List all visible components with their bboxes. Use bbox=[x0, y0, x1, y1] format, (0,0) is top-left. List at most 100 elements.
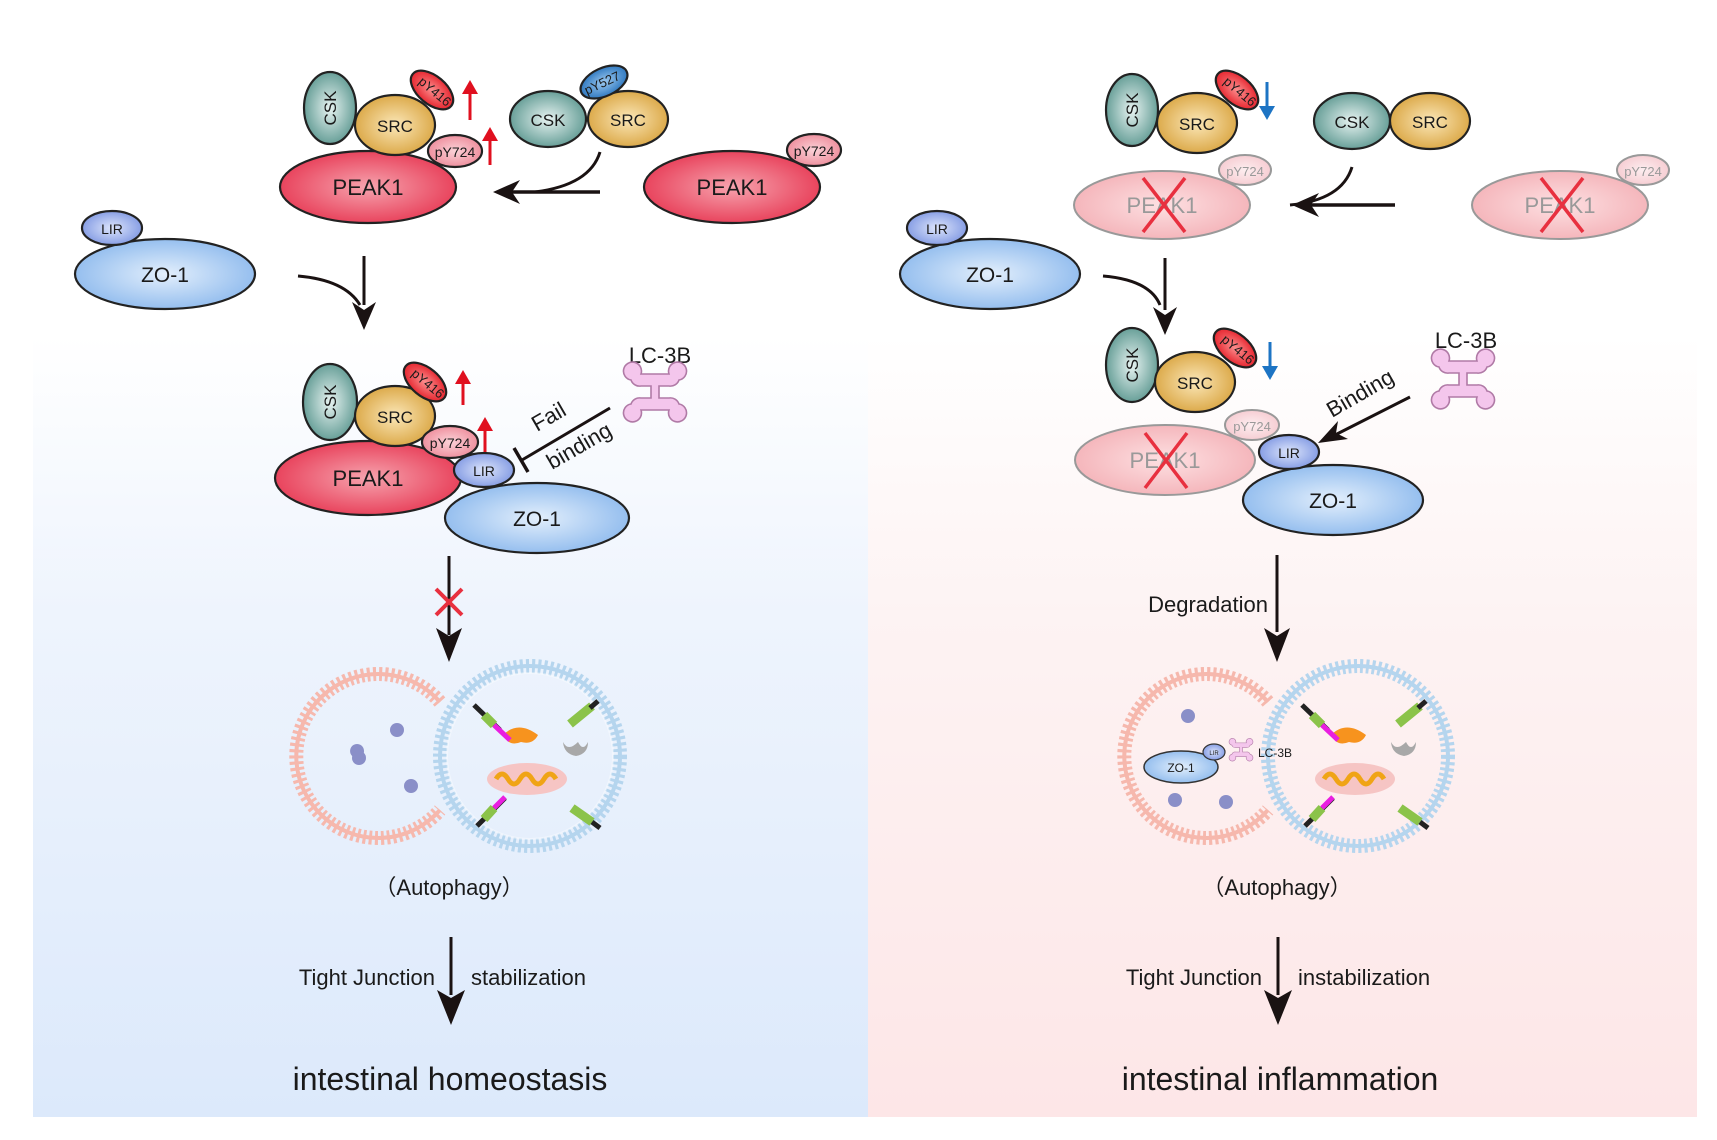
src-label: SRC bbox=[377, 117, 413, 136]
peak1-protein bbox=[642, 149, 822, 225]
left-lc3b: LC-3B bbox=[622, 343, 691, 423]
csk-protein bbox=[301, 362, 359, 442]
src-protein bbox=[1153, 350, 1237, 414]
right-free-zo1: ZO-1 LIR bbox=[898, 209, 1082, 311]
lir-motif bbox=[80, 209, 144, 247]
arrow-head bbox=[352, 302, 376, 330]
csk-label: CSK bbox=[1335, 113, 1371, 132]
lir-motif bbox=[905, 209, 969, 247]
zo1-protein bbox=[443, 481, 631, 555]
up-arrow-icon-head bbox=[462, 80, 478, 94]
src-label: SRC bbox=[1177, 374, 1213, 393]
arrow-head bbox=[437, 990, 465, 1025]
py416-phospho-site bbox=[1212, 327, 1258, 369]
py724-phospho-site-faded bbox=[1218, 154, 1272, 186]
src-label: SRC bbox=[610, 111, 646, 130]
lir-motif bbox=[1202, 743, 1226, 761]
left-middle-complex: ZO-1 PEAK1 CSK SRC pY416 pY724 LIR bbox=[273, 361, 631, 555]
knockout-cross-icon bbox=[1539, 176, 1585, 234]
outcome-inflammation: intestinal inflammation bbox=[1122, 1061, 1439, 1097]
right-panel-background bbox=[868, 0, 1697, 1117]
autophagosome-icon bbox=[1117, 659, 1455, 853]
lir-label: LIR bbox=[1209, 751, 1219, 757]
zo1-protein bbox=[1241, 463, 1425, 537]
csk-protein bbox=[508, 89, 588, 149]
csk-protein bbox=[1104, 72, 1160, 148]
py724-phospho-site bbox=[426, 133, 484, 169]
src-label: SRC bbox=[1412, 113, 1448, 132]
peak1-label: PEAK1 bbox=[333, 175, 404, 200]
lc3b-label: LC-3B bbox=[1258, 746, 1292, 760]
stabilization-label: stabilization bbox=[471, 965, 586, 990]
peak1-label: PEAK1 bbox=[697, 175, 768, 200]
src-label: SRC bbox=[1179, 115, 1215, 134]
zo1-label: ZO-1 bbox=[513, 508, 561, 531]
binding-arrow-icon bbox=[1334, 395, 1411, 437]
down-arrow-blue-head bbox=[1262, 366, 1278, 380]
arrow-head bbox=[1264, 628, 1290, 662]
right-top-inactive-complex: CSK SRC bbox=[1312, 91, 1472, 151]
src-label: SRC bbox=[377, 408, 413, 427]
zo1-protein bbox=[898, 237, 1082, 311]
zo1-label: ZO-1 bbox=[966, 264, 1014, 287]
autophagy-label: （Autophagy） bbox=[1202, 875, 1351, 900]
py724-phospho-site bbox=[420, 424, 480, 460]
py416-phospho-site bbox=[409, 69, 455, 111]
src-protein bbox=[353, 384, 437, 448]
degradation-label: Degradation bbox=[1148, 592, 1268, 617]
zo1-label: ZO-1 bbox=[1309, 490, 1357, 513]
arrow-head bbox=[1318, 421, 1348, 443]
src-protein bbox=[1388, 91, 1472, 151]
py724-label: pY724 bbox=[430, 435, 471, 451]
inhibition-line-icon bbox=[521, 406, 611, 462]
lir-label: LIR bbox=[1278, 445, 1300, 461]
arrow-head bbox=[1264, 990, 1292, 1025]
py416-phospho-site bbox=[402, 361, 448, 403]
peak1-protein bbox=[278, 149, 458, 225]
zo1-protein bbox=[1143, 750, 1219, 784]
right-lc3b: LC-3B bbox=[1430, 328, 1497, 410]
peak1-label: PEAK1 bbox=[333, 466, 404, 491]
right-panel: CSK SRC pY416 PEAK1 pY724 CSK SRC bbox=[898, 69, 1670, 1097]
py416-phospho-site bbox=[1214, 69, 1260, 111]
arrow-head bbox=[1292, 193, 1319, 217]
py724-label: pY724 bbox=[1226, 164, 1264, 179]
left-free-peak1: PEAK1 pY724 bbox=[642, 132, 843, 225]
outcome-homeostasis: intestinal homeostasis bbox=[293, 1061, 608, 1097]
csk-label: CSK bbox=[1123, 92, 1142, 128]
csk-protein bbox=[302, 70, 358, 146]
up-arrow-icon-head bbox=[482, 127, 498, 141]
csk-protein bbox=[1104, 326, 1160, 404]
tight-junction-label: Tight Junction bbox=[1126, 965, 1262, 990]
src-protein bbox=[586, 89, 670, 149]
knockout-cross-icon bbox=[1143, 431, 1189, 490]
py724-phospho-site-faded bbox=[1616, 154, 1670, 186]
autophagosome-icon bbox=[289, 659, 627, 853]
py724-label: pY724 bbox=[794, 143, 835, 159]
instabilization-label: instabilization bbox=[1298, 965, 1430, 990]
lir-label: LIR bbox=[101, 221, 123, 237]
down-arrow-blue-head bbox=[1259, 106, 1275, 120]
zo1-protein bbox=[73, 237, 257, 311]
lir-label: LIR bbox=[926, 221, 948, 237]
py724-phospho-site bbox=[785, 132, 843, 168]
up-arrow-icon-head bbox=[455, 370, 471, 384]
down-curve-arrow-icon bbox=[1102, 274, 1162, 306]
py527-phospho-site bbox=[579, 64, 629, 100]
csk-label: CSK bbox=[321, 384, 340, 420]
csk-label: CSK bbox=[1123, 347, 1142, 383]
blocked-cross-icon bbox=[434, 587, 464, 617]
inhibition-bar-icon bbox=[512, 447, 530, 473]
csk-label: CSK bbox=[321, 90, 340, 126]
knockout-cross-icon bbox=[1141, 176, 1187, 234]
py724-phospho-site-faded bbox=[1224, 409, 1280, 441]
up-arrow-icon-head bbox=[477, 417, 493, 431]
lir-label: LIR bbox=[473, 463, 495, 479]
src-protein bbox=[1155, 91, 1239, 155]
csk-label: CSK bbox=[531, 111, 567, 130]
arrow-head bbox=[493, 180, 520, 204]
right-middle-complex: CSK SRC pY416 ZO-1 PEAK1 pY724 LIR bbox=[1074, 326, 1425, 537]
py724-label: pY724 bbox=[435, 144, 476, 160]
zo1-label: ZO-1 bbox=[1167, 761, 1195, 775]
